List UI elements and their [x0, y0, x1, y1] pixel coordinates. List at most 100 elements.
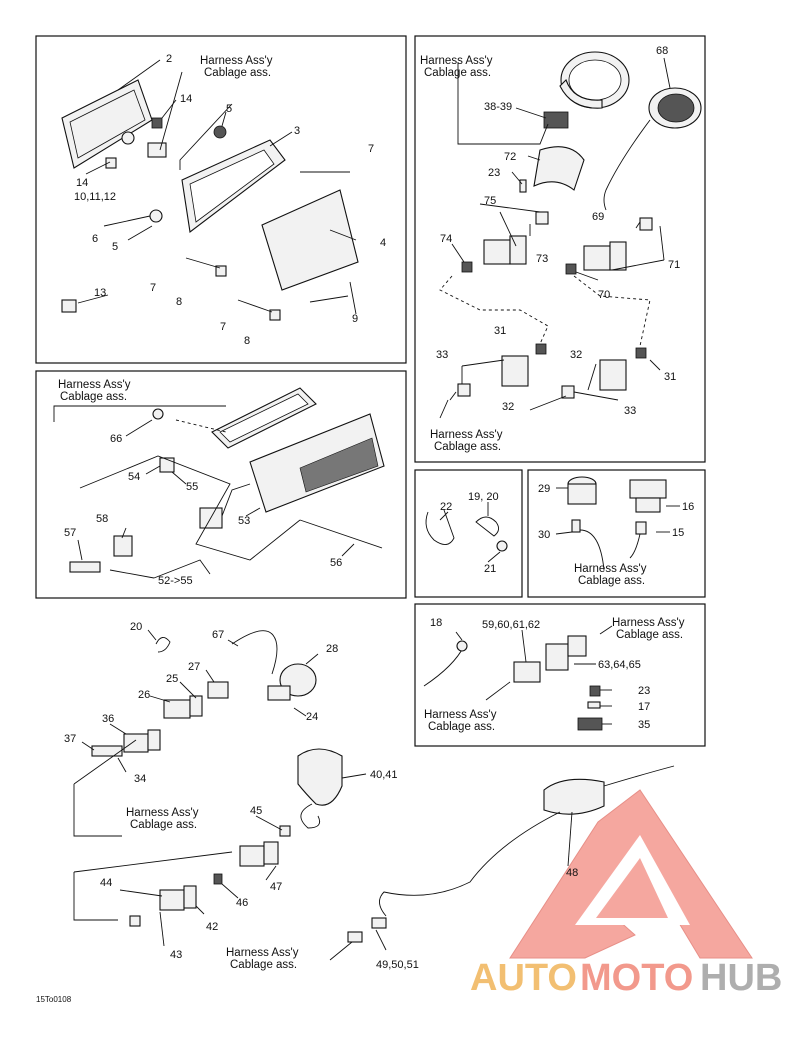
callout-5b: 5 [112, 241, 118, 253]
callout-58: 58 [96, 513, 108, 525]
taillight-assembly [53, 387, 385, 579]
callout-20: 20 [130, 621, 142, 633]
harness-label-4-fr: Cablage ass. [60, 391, 127, 403]
callout-7b: 7 [150, 282, 156, 294]
callout-24: 24 [306, 711, 318, 723]
callout-3: 3 [294, 125, 300, 137]
callout-70: 70 [598, 289, 610, 301]
harness-label-6-en: Harness Ass'y [612, 617, 685, 629]
callout-26: 26 [138, 689, 150, 701]
part-38-39-bulb [543, 111, 569, 129]
socket-assembly [555, 476, 680, 571]
callout-23a: 23 [488, 167, 500, 179]
callout-75: 75 [484, 195, 496, 207]
callout-32b: 32 [502, 401, 514, 413]
callout-66: 66 [110, 433, 122, 445]
part-35-plate [577, 717, 603, 731]
callout-4: 4 [380, 237, 386, 249]
callout-35: 35 [638, 719, 650, 731]
callout-8b: 8 [244, 335, 250, 347]
callout-10-11-12: 10,11,12 [74, 191, 116, 203]
harness-label-7-en: Harness Ass'y [424, 709, 497, 721]
callout-44: 44 [100, 877, 112, 889]
callout-53: 53 [238, 515, 250, 527]
callout-40-41: 40,41 [370, 769, 398, 781]
harness-label-3-en: Harness Ass'y [430, 429, 503, 441]
callout-45: 45 [250, 805, 262, 817]
headlight-rear-cover [261, 189, 359, 291]
part-75-connector [483, 239, 511, 265]
callout-14a: 14 [180, 93, 192, 105]
callout-71: 71 [668, 259, 680, 271]
watermark-moto: MOTO [580, 957, 693, 999]
callout-31a: 31 [494, 325, 506, 337]
harness-label-1-en: Harness Ass'y [200, 55, 273, 67]
part-48-brake-master-cylinder [543, 778, 605, 815]
callout-33a: 33 [436, 349, 448, 361]
callout-55: 55 [186, 481, 198, 493]
harness-label-8-fr: Cablage ass. [130, 819, 197, 831]
callout-47: 47 [270, 881, 282, 893]
part-71-connector [583, 245, 611, 271]
callout-48: 48 [566, 867, 578, 879]
frame-headlight [35, 35, 407, 364]
callout-2: 2 [166, 53, 172, 65]
callout-63-65: 63,64,65 [598, 659, 641, 671]
harness-label-2-fr: Cablage ass. [424, 67, 491, 79]
diagram-code: 15To0108 [36, 995, 72, 1004]
callout-67: 67 [212, 629, 224, 641]
callout-7c: 7 [220, 321, 226, 333]
part-33-connector-right [599, 359, 627, 391]
harness-label-2-en: Harness Ass'y [420, 55, 493, 67]
callout-68: 68 [656, 45, 668, 57]
callout-6: 6 [92, 233, 98, 245]
callout-37: 37 [64, 733, 76, 745]
callout-30: 30 [538, 529, 550, 541]
frame-socket [527, 469, 706, 598]
part-33-connector-left [501, 355, 529, 387]
callout-46: 46 [236, 897, 248, 909]
callout-25: 25 [166, 673, 178, 685]
frame-sensor [414, 603, 706, 747]
callout-36: 36 [102, 713, 114, 725]
clip-assembly [425, 502, 508, 563]
callout-49-51: 49,50,51 [376, 959, 419, 971]
gauge-assembly [439, 51, 702, 419]
callout-52-55: 52->55 [158, 575, 193, 587]
callout-14b: 14 [76, 177, 88, 189]
callout-38-39: 38-39 [484, 101, 512, 113]
handlebar-controls [73, 629, 675, 961]
callout-17: 17 [638, 701, 650, 713]
callout-34: 34 [134, 773, 146, 785]
callout-13: 13 [94, 287, 106, 299]
callout-29: 29 [538, 483, 550, 495]
watermark-auto: AUTO [470, 957, 577, 999]
harness-label-9-en: Harness Ass'y [226, 947, 299, 959]
callout-19-20: 19, 20 [468, 491, 499, 503]
headlight-assembly [61, 59, 359, 321]
part-47-connector [239, 845, 265, 867]
harness-label-9-fr: Cablage ass. [230, 959, 297, 971]
part-13-clip [61, 299, 77, 313]
callout-69: 69 [592, 211, 604, 223]
callout-9: 9 [352, 313, 358, 325]
callout-56: 56 [330, 557, 342, 569]
callout-16: 16 [682, 501, 694, 513]
callout-57: 57 [64, 527, 76, 539]
callout-73: 73 [536, 253, 548, 265]
callout-43: 43 [170, 949, 182, 961]
callout-18: 18 [430, 617, 442, 629]
callout-72: 72 [504, 151, 516, 163]
part-40-41-control-housing [297, 748, 343, 806]
callout-7a: 7 [368, 143, 374, 155]
callout-33b: 33 [624, 405, 636, 417]
part-16-switch [629, 479, 667, 499]
callout-23b: 23 [638, 685, 650, 697]
harness-label-7-fr: Cablage ass. [428, 721, 495, 733]
watermark-logo [509, 789, 753, 959]
part-26-connector [163, 699, 191, 719]
harness-label-4-en: Harness Ass'y [58, 379, 131, 391]
part-14-connector [151, 117, 163, 129]
part-44-connector [159, 889, 185, 911]
